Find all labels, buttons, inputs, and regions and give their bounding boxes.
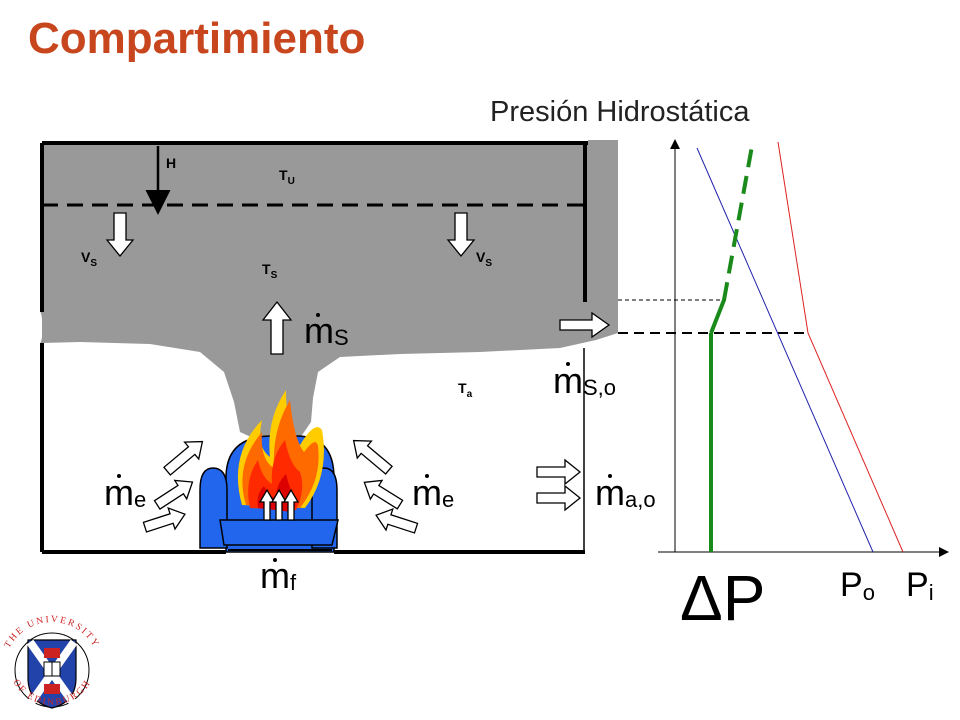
ambient-inflow-arrow-1 <box>536 458 582 486</box>
dot-m-so <box>566 362 570 366</box>
fuel-arrow-2 <box>270 488 288 521</box>
vs-arrow-right <box>446 212 476 258</box>
pressure-outside-line <box>696 147 874 553</box>
entrainment-arrows-right <box>352 439 419 534</box>
dot-m-e-left <box>117 474 121 478</box>
pressure-inside-line <box>777 141 904 553</box>
label-vs-left: VS <box>81 249 97 269</box>
label-t-ambient: Ta <box>458 380 473 400</box>
label-delta-p: ΔP <box>680 562 765 634</box>
dot-m-e-right <box>425 474 429 478</box>
label-m-ao: ma,o <box>595 472 656 513</box>
entrainment-arrows-left <box>142 440 204 533</box>
label-t-smoke: TS <box>262 261 278 281</box>
label-m-e-right: me <box>412 472 454 513</box>
fuel-arrow-3 <box>282 488 300 521</box>
university-logo: THE UNIVERSITY OF EDINBURGH <box>3 615 99 709</box>
ambient-inflow-arrow-2 <box>536 484 582 512</box>
pressure-chart <box>618 139 949 557</box>
label-m-so: mS,o <box>553 360 616 401</box>
vs-arrow-left <box>105 212 135 258</box>
pressure-diff-transition <box>709 299 726 334</box>
dot-m-s <box>316 313 320 317</box>
label-m-f: mf <box>260 555 297 596</box>
label-p-o: Po <box>840 566 875 605</box>
label-m-e-left: me <box>104 472 146 513</box>
outflow-arrow <box>559 311 611 339</box>
label-vs-right: VS <box>476 249 492 269</box>
fuel-arrow-1 <box>258 488 276 521</box>
dot-m-ao <box>608 474 612 478</box>
label-p-i: Pi <box>906 566 934 605</box>
smoke-layer <box>42 140 618 442</box>
label-t-upper: TU <box>279 167 295 187</box>
plume-up-arrow <box>261 300 293 355</box>
page-title: Compartimiento <box>28 14 366 63</box>
dot-m-f <box>273 558 277 562</box>
chart-subtitle: Presión Hidrostática <box>490 96 750 128</box>
label-h: H <box>166 155 176 171</box>
label-m-s: mS <box>304 310 349 351</box>
pressure-diff-upper <box>722 145 754 301</box>
